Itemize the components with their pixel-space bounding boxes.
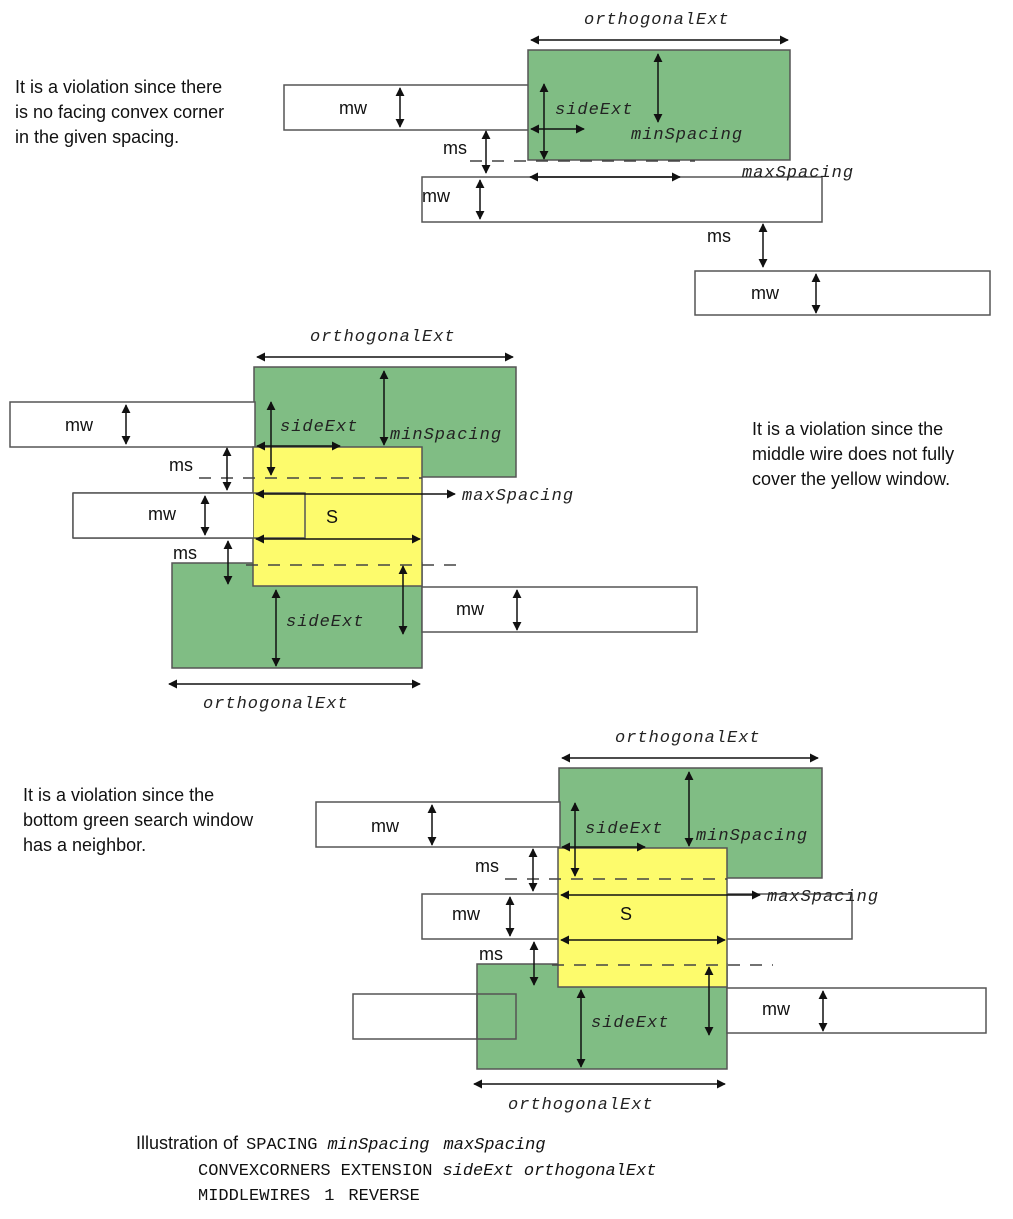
ms-label-lower: ms bbox=[479, 944, 503, 964]
panel-2: It is a violation since the middle wire … bbox=[9, 328, 954, 714]
wire-bottom-right bbox=[421, 586, 698, 633]
caption-line-1: Illustration of SPACING minSpacing maxSp… bbox=[136, 1133, 546, 1155]
caption-keyword: 1 bbox=[324, 1187, 334, 1206]
caption-keyword: SPACING bbox=[246, 1136, 317, 1155]
min-spacing-label: minSpacing bbox=[390, 426, 502, 445]
mw-label-middle: mw bbox=[422, 186, 451, 206]
ms-label-upper: ms bbox=[169, 455, 193, 475]
orthogonal-ext-label-top: orthogonalExt bbox=[615, 729, 761, 748]
caption-param: minSpacing bbox=[327, 1136, 429, 1155]
orthogonal-ext-label-bottom: orthogonalExt bbox=[508, 1096, 654, 1115]
wire-top-left bbox=[9, 401, 256, 448]
caption: Illustration of SPACING minSpacing maxSp… bbox=[136, 1133, 657, 1206]
caption-keyword: MIDDLEWIRES bbox=[198, 1187, 310, 1206]
caption-param: maxSpacing bbox=[444, 1136, 546, 1155]
caption-line-2: CONVEXCORNERS EXTENSION sideExt orthogon… bbox=[198, 1162, 657, 1181]
min-spacing-label: minSpacing bbox=[696, 827, 808, 846]
mw-label-bottom-right: mw bbox=[751, 283, 780, 303]
mw-label-middle: mw bbox=[452, 904, 481, 924]
orthogonal-ext-label: orthogonalExt bbox=[584, 11, 730, 30]
s-label: S bbox=[326, 507, 338, 527]
wire-bottom-right bbox=[694, 270, 991, 316]
panel-1: It is a violation since there is no faci… bbox=[15, 11, 991, 316]
min-spacing-label: minSpacing bbox=[631, 126, 743, 145]
mw-label-top-left: mw bbox=[371, 816, 400, 836]
orthogonal-ext-label-top: orthogonalExt bbox=[310, 328, 456, 347]
side-ext-label-bottom: sideExt bbox=[591, 1014, 669, 1033]
wire-bottom-right bbox=[726, 987, 987, 1034]
side-ext-label-bottom: sideExt bbox=[286, 613, 364, 632]
caption-param: sideExt bbox=[442, 1162, 513, 1181]
caption-line-3: MIDDLEWIRES 1 REVERSE bbox=[198, 1187, 420, 1206]
panel-1-note-line-3: in the given spacing. bbox=[15, 127, 179, 147]
panel-3: It is a violation since the bottom green… bbox=[23, 729, 987, 1115]
caption-keyword: EXTENSION bbox=[341, 1162, 433, 1181]
panel-3-note-line-1: It is a violation since the bbox=[23, 785, 214, 805]
caption-prefix: Illustration of bbox=[136, 1133, 239, 1153]
panel-1-note-line-1: It is a violation since there bbox=[15, 77, 222, 97]
yellow-window bbox=[557, 847, 728, 988]
panel-3-note-line-3: has a neighbor. bbox=[23, 835, 146, 855]
side-ext-label-top: sideExt bbox=[585, 820, 663, 839]
ms-label-upper: ms bbox=[475, 856, 499, 876]
panel-1-note-line-2: is no facing convex corner bbox=[15, 102, 224, 122]
neighbor-overlap-outline bbox=[476, 993, 517, 1040]
panel-2-note-line-1: It is a violation since the bbox=[752, 419, 943, 439]
caption-param: orthogonalExt bbox=[524, 1162, 657, 1181]
mw-label-top-left: mw bbox=[65, 415, 94, 435]
max-spacing-label: maxSpacing bbox=[742, 164, 854, 183]
caption-keyword: CONVEXCORNERS bbox=[198, 1162, 331, 1181]
max-spacing-label: maxSpacing bbox=[462, 487, 574, 506]
mw-label-bottom-right: mw bbox=[762, 999, 791, 1019]
mw-label-bottom-right: mw bbox=[456, 599, 485, 619]
wire-middle bbox=[421, 176, 823, 223]
wire-top-left bbox=[283, 84, 531, 131]
panel-3-note-line-2: bottom green search window bbox=[23, 810, 254, 830]
panel-2-note-line-2: middle wire does not fully bbox=[752, 444, 954, 464]
ms-label-lower: ms bbox=[707, 226, 731, 246]
max-spacing-label: maxSpacing bbox=[767, 888, 879, 907]
wire-top-left bbox=[315, 801, 561, 848]
yellow-window bbox=[252, 446, 423, 587]
ms-label-upper: ms bbox=[443, 138, 467, 158]
side-ext-label-top: sideExt bbox=[280, 418, 358, 437]
s-label: S bbox=[620, 904, 632, 924]
ms-label-lower: ms bbox=[173, 543, 197, 563]
wire-middle-left-fill bbox=[73, 493, 253, 538]
orthogonal-ext-label-bottom: orthogonalExt bbox=[203, 695, 349, 714]
mw-label-middle: mw bbox=[148, 504, 177, 524]
panel-2-note-line-3: cover the yellow window. bbox=[752, 469, 950, 489]
side-ext-label: sideExt bbox=[555, 101, 633, 120]
caption-keyword: REVERSE bbox=[348, 1187, 419, 1206]
mw-label-top-left: mw bbox=[339, 98, 368, 118]
